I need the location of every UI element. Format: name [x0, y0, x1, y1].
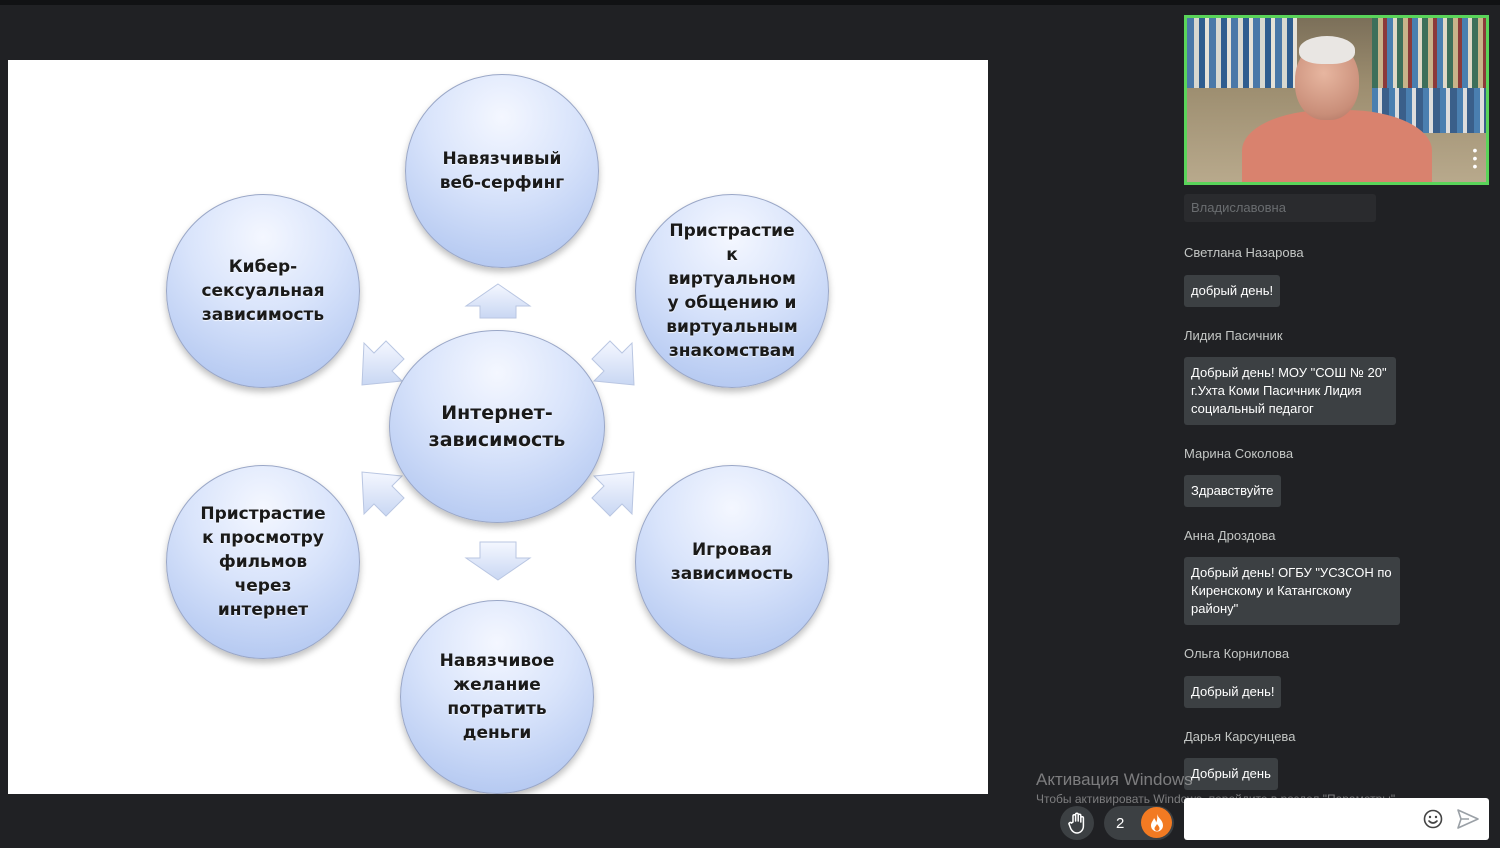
chat-sender: Лидия Пасичник [1184, 328, 1283, 343]
chat-partial-message: Владиславовна [1184, 194, 1376, 222]
fire-icon [1150, 813, 1163, 831]
chat-sender: Ольга Корнилова [1184, 646, 1290, 661]
node-center-label: Интернет- зависимость [428, 401, 566, 451]
hands-count: 2 [1116, 814, 1125, 832]
chat-sender: Светлана Назарова [1184, 245, 1304, 260]
windows-watermark-title: Активация Windows [1036, 770, 1193, 789]
emoji-icon[interactable] [1422, 808, 1444, 830]
chat-message: Добрый день! ОГБУ "УСЗСОН по Киренскому … [1184, 557, 1400, 625]
chat-sender: Марина Соколова [1184, 446, 1294, 461]
diagram-arrows [361, 283, 635, 581]
chat-message: Добрый день [1184, 758, 1278, 790]
chat-message: добрый день! [1184, 275, 1281, 307]
arrow-up-left [361, 340, 405, 386]
node-bottom-right: Игровая зависимость [635, 465, 829, 659]
chat-sender: Анна Дроздова [1184, 528, 1276, 543]
top-bar [0, 0, 1500, 5]
presentation-slide: Интернет- зависимость Навязчивый веб-сер… [8, 60, 988, 794]
person-hair [1299, 36, 1355, 64]
chat-sender: Дарья Карсунцева [1184, 729, 1296, 744]
node-bottom-right-label: Игровая зависимость [670, 540, 794, 584]
node-bottom-left-label: Пристрастие к просмотру фильмов через ин… [200, 504, 326, 620]
node-top-label: Навязчивый веб-серфинг [439, 149, 565, 193]
node-top: Навязчивый веб-серфинг [405, 74, 599, 268]
send-icon[interactable] [1456, 808, 1480, 830]
arrow-up [464, 283, 532, 319]
reactions-button[interactable] [1141, 807, 1172, 838]
node-center: Интернет- зависимость [389, 330, 605, 523]
chat-message: Добрый день! [1184, 676, 1282, 708]
raise-hand-button[interactable] [1060, 806, 1094, 840]
arrow-down [464, 541, 532, 581]
node-top-right-label: Пристрастие к виртуальном у общению и ви… [666, 221, 798, 361]
more-vert-icon[interactable]: ••• [1472, 142, 1478, 174]
node-bottom: Навязчивое желание потратить деньги [400, 600, 594, 794]
arrow-down-left [361, 471, 405, 517]
node-bottom-label: Навязчивое желание потратить деньги [439, 651, 555, 743]
arrow-down-right [591, 471, 635, 517]
chat-message: Здравствуйте [1184, 475, 1281, 507]
node-top-left-label: Кибер- сексуальная зависимость [201, 257, 325, 325]
node-top-right: Пристрастие к виртуальном у общению и ви… [635, 194, 829, 388]
hand-icon [1068, 812, 1085, 834]
node-top-left: Кибер- сексуальная зависимость [166, 194, 360, 388]
person-body [1242, 110, 1432, 182]
arrow-up-right [591, 340, 635, 386]
node-bottom-left: Пристрастие к просмотру фильмов через ин… [166, 465, 360, 659]
participant-video-tile[interactable]: ••• [1184, 15, 1489, 185]
chat-message: Добрый день! МОУ "СОШ № 20" г.Ухта Коми … [1184, 357, 1396, 425]
chat-message-input[interactable] [1184, 798, 1489, 840]
